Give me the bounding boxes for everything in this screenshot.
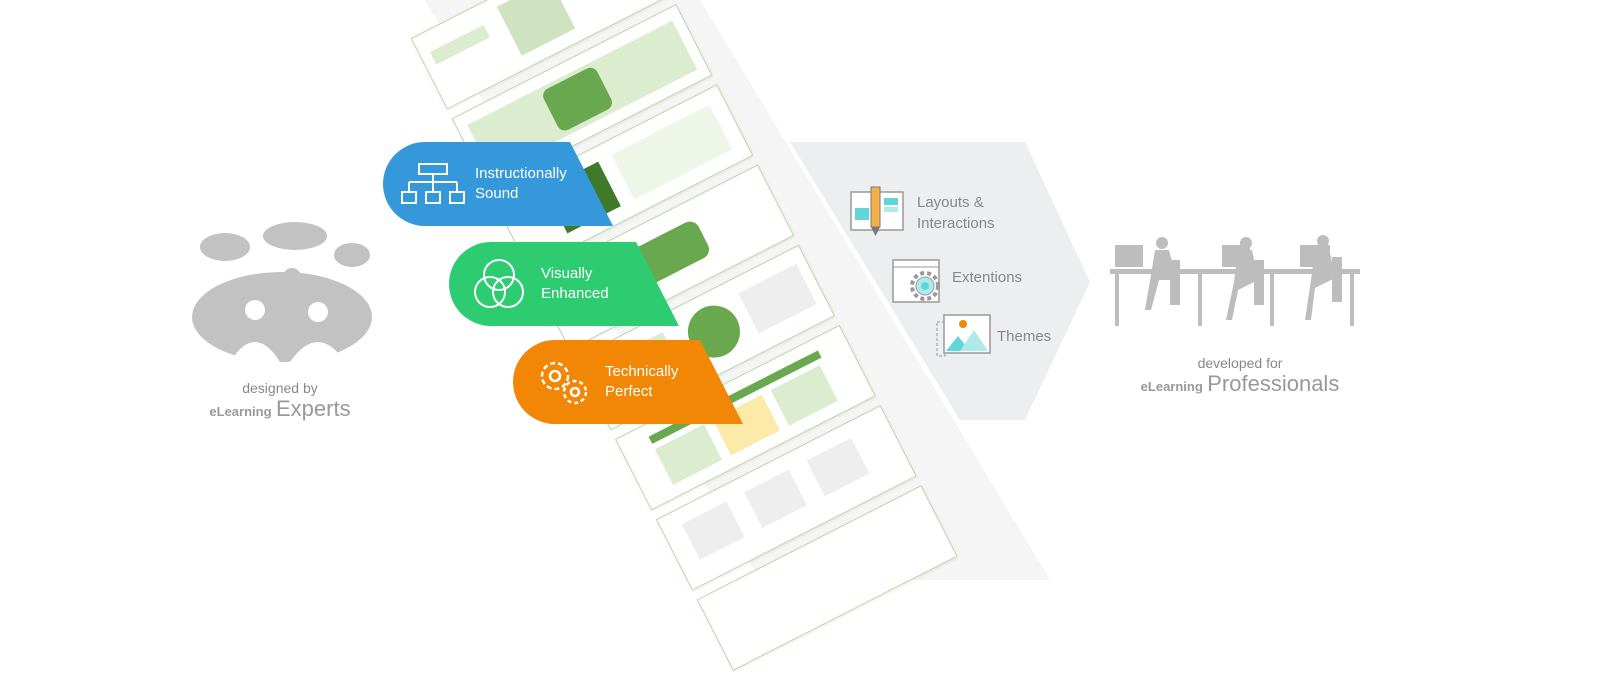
feature-layouts: Layouts & Interactions bbox=[917, 192, 995, 234]
venn-icon bbox=[459, 254, 539, 314]
image-icon bbox=[936, 314, 991, 357]
ribbon-label: Technically bbox=[605, 363, 679, 380]
gears-icon bbox=[523, 352, 603, 412]
feature-label: Extentions bbox=[952, 269, 1023, 286]
feature-label: Layouts & bbox=[917, 194, 984, 211]
feature-label: Themes bbox=[997, 328, 1052, 345]
caption-line: designed by bbox=[242, 380, 318, 396]
feature-extentions: Extentions bbox=[952, 267, 1022, 288]
ribbon-label: Perfect bbox=[605, 383, 653, 400]
caption-word: Professionals bbox=[1207, 371, 1340, 396]
ribbon-label: Sound bbox=[475, 185, 519, 202]
ribbon-label: Enhanced bbox=[541, 285, 609, 302]
layout-pencil-icon bbox=[850, 186, 904, 236]
office-workers-illustration-icon bbox=[1110, 235, 1360, 326]
caption-line: developed for bbox=[1197, 355, 1283, 371]
caption-brand: eLearning bbox=[1140, 379, 1203, 394]
browser-gear-icon bbox=[892, 259, 940, 303]
caption-brand: eLearning bbox=[209, 404, 272, 419]
right-caption: developed for eLearning Professionals bbox=[1120, 355, 1360, 397]
meeting-illustration-icon bbox=[192, 222, 372, 362]
ribbon-label: Visually bbox=[541, 265, 593, 282]
feature-themes: Themes bbox=[997, 326, 1051, 347]
caption-word: Experts bbox=[275, 396, 351, 421]
sitemap-icon bbox=[393, 154, 473, 214]
left-caption: designed by eLearning Experts bbox=[180, 380, 380, 422]
ribbon-label: Instructionally bbox=[475, 165, 567, 182]
feature-label: Interactions bbox=[917, 215, 995, 232]
